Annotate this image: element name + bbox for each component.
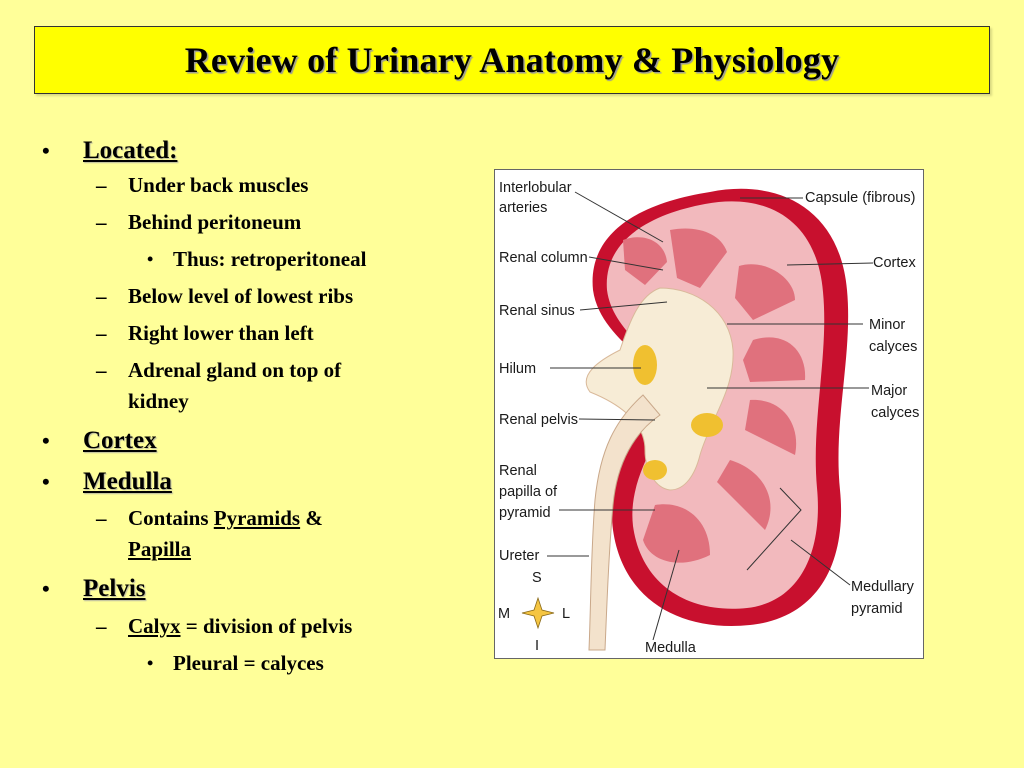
bullet-located: • Located: (40, 136, 480, 166)
compass-m: M (498, 606, 510, 622)
label-medullary-pyramid-2: pyramid (851, 601, 903, 617)
sub-sub-bullet-text: Thus: retroperitoneal (173, 247, 367, 271)
medullary-pyramid-6 (643, 504, 710, 563)
slide-title: Review of Urinary Anatomy & Physiology (184, 40, 840, 80)
label-cortex: Cortex (873, 255, 916, 271)
medullary-pyramid-2 (735, 264, 795, 320)
compass-star-icon (521, 596, 555, 630)
fat-deposit (633, 345, 657, 385)
label-medulla: Medulla (645, 640, 697, 656)
compass-s: S (532, 570, 542, 586)
pyramids-term: Pyramids (213, 506, 301, 530)
bullet-dot: • (42, 576, 50, 601)
sub-bullet: – Under back muscles (40, 170, 480, 201)
bullet-dot: • (42, 428, 50, 453)
sub-bullet-text: Right lower than left (128, 321, 314, 345)
label-renal-papilla: Renal (499, 463, 537, 479)
kidney-figure: S M L I Interlobular arteries Capsule (f… (494, 169, 924, 659)
plural-text: Pleural = calyces (173, 651, 324, 675)
compass-l: L (562, 606, 570, 622)
dash: – (96, 506, 107, 530)
ureter (588, 394, 661, 651)
renal-sinus (585, 287, 734, 491)
bullet-list: • Located: – Under back muscles – Behind… (40, 130, 480, 679)
label-renal-pelvis: Renal pelvis (499, 412, 578, 428)
label-major-calyces: Major (871, 383, 907, 399)
bullet-dot: • (42, 469, 50, 494)
sub-sub-bullet: • Pleural = calyces (40, 648, 480, 679)
label-ureter: Ureter (499, 548, 539, 564)
bullet-located-label: Located: (83, 137, 178, 164)
bullet-cortex: • Cortex (40, 426, 480, 456)
label-hilum: Hilum (499, 361, 536, 377)
label-minor-calyces-2: calyces (869, 339, 917, 355)
label-renal-sinus: Renal sinus (499, 303, 575, 319)
dash: – (96, 173, 107, 197)
bullet-dot: • (147, 653, 154, 673)
dash: – (96, 210, 107, 234)
dash: – (96, 321, 107, 345)
bullet-pelvis: • Pelvis (40, 574, 480, 604)
sub-bullet: – Below level of lowest ribs (40, 281, 480, 312)
label-major-calyces-2: calyces (871, 405, 919, 421)
bullet-dot: • (147, 249, 154, 269)
sub-bullet-text: Below level of lowest ribs (128, 284, 354, 308)
contains-prefix: Contains (128, 506, 214, 530)
fat-deposit (643, 460, 667, 480)
medullary-pyramid-4 (745, 399, 797, 455)
label-interlobular: Interlobular (499, 180, 572, 196)
medullary-pyramid-5 (717, 460, 771, 530)
amp: & (300, 506, 323, 530)
calyx-rest: = division of pelvis (180, 614, 353, 638)
sub-bullet-text: Under back muscles (128, 173, 309, 197)
papilla-term: Papilla (128, 537, 192, 561)
medullary-pyramid-7 (623, 237, 667, 285)
leader-lines (547, 191, 874, 641)
sub-bullet-text-cont: kidney (128, 389, 189, 413)
sub-bullet-text: Behind peritoneum (128, 210, 302, 234)
label-minor-calyces: Minor (869, 317, 905, 333)
medullary-pyramid-3 (743, 337, 806, 382)
label-renal-papilla-3: pyramid (499, 505, 551, 521)
label-capsule: Capsule (fibrous) (805, 190, 915, 206)
bullet-pelvis-label: Pelvis (83, 575, 146, 602)
sub-sub-bullet: • Thus: retroperitoneal (40, 244, 480, 275)
calyx-term: Calyx (128, 614, 181, 638)
label-renal-papilla-2: papilla of (499, 484, 558, 500)
sub-bullet: – Contains Pyramids & Papilla (40, 503, 480, 565)
sub-bullet-text: Adrenal gland on top of (128, 358, 342, 382)
bullet-cortex-label: Cortex (83, 427, 157, 454)
dash: – (96, 614, 107, 638)
bullet-medulla-label: Medulla (83, 468, 172, 495)
bullet-medulla: • Medulla (40, 467, 480, 497)
title-box: Review of Urinary Anatomy & Physiology (34, 26, 990, 94)
sub-bullet: – Calyx = division of pelvis (40, 611, 480, 642)
dash: – (96, 358, 107, 382)
fat-deposit (691, 413, 723, 437)
sub-bullet: – Adrenal gland on top of kidney (40, 355, 480, 417)
dash: – (96, 284, 107, 308)
label-renal-column: Renal column (499, 250, 588, 266)
label-medullary-pyramid: Medullary (851, 579, 915, 595)
medullary-pyramid-1 (670, 228, 727, 288)
label-interlobular-2: arteries (499, 200, 547, 216)
sub-bullet: – Behind peritoneum (40, 207, 480, 238)
bullet-dot: • (42, 138, 50, 163)
compass-i: I (535, 638, 539, 654)
sub-bullet: – Right lower than left (40, 318, 480, 349)
kidney-diagram: S M L I Interlobular arteries Capsule (f… (498, 180, 919, 656)
